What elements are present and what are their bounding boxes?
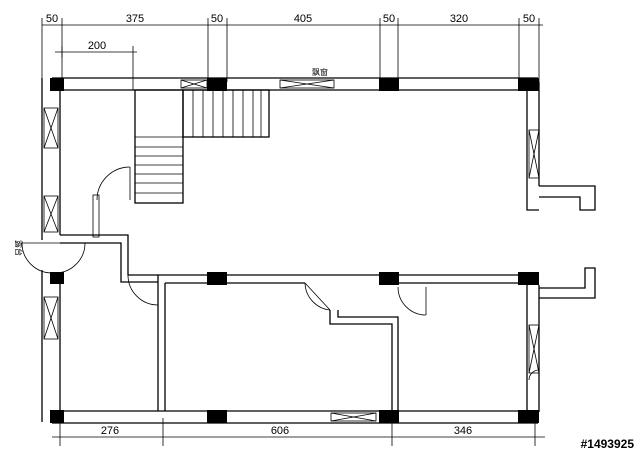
structural-columns: [50, 78, 539, 423]
staircase: [134, 89, 270, 204]
windows: [43, 79, 540, 422]
watermark-id: #1493925: [581, 437, 635, 451]
top-dimension-line: [41, 18, 543, 90]
dim-top-3: 50: [211, 13, 223, 25]
dim-top-2: 375: [126, 13, 144, 25]
doors: [21, 166, 540, 381]
interior-walls: [60, 185, 596, 411]
label-top-window: 飘窗: [312, 67, 328, 77]
exterior-walls: [41, 77, 540, 424]
label-left-side: 露台: [14, 240, 24, 256]
dim-top-4: 405: [294, 13, 312, 25]
dim-bottom-3: 346: [454, 425, 472, 437]
dim-bottom-1: 276: [101, 425, 119, 437]
dim-top-1: 50: [46, 13, 58, 25]
dim-top-5: 50: [383, 13, 395, 25]
dim-top-inner: 200: [88, 40, 106, 52]
dim-top-6: 320: [450, 13, 468, 25]
dim-bottom-2: 606: [271, 425, 289, 437]
dim-top-7: 50: [523, 13, 535, 25]
